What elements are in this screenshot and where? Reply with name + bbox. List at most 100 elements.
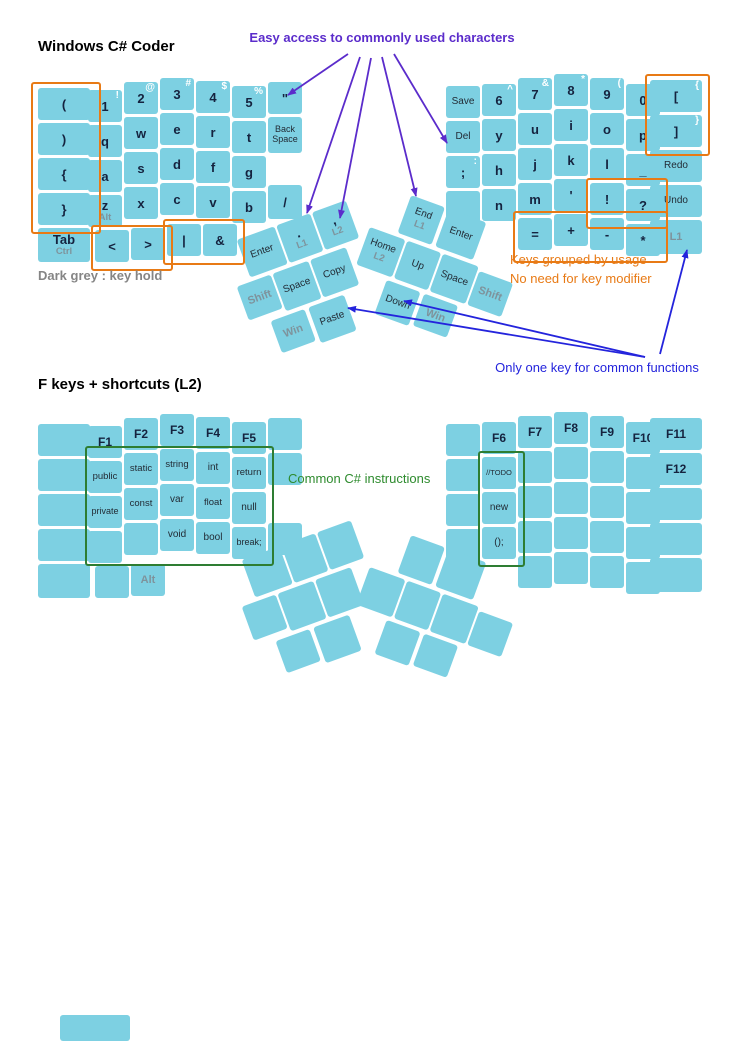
key-new: new — [482, 492, 516, 524]
key-close-paren: ) — [38, 123, 90, 155]
key-public: public — [88, 461, 122, 493]
key-del: Del — [446, 121, 480, 153]
key-minus: - — [590, 218, 624, 250]
arrow-easy-period — [306, 56, 361, 214]
key-f: f — [196, 151, 230, 183]
key-paste: Paste — [308, 294, 357, 344]
key-close-bracket: ]} — [650, 115, 702, 147]
key-blank — [313, 614, 362, 664]
key-f6: F6 — [482, 422, 516, 454]
key-blank — [446, 494, 480, 526]
key-blank — [38, 424, 90, 456]
key-f12: F12 — [650, 453, 702, 485]
note-grouped-usage: Keys grouped by usage — [510, 252, 647, 267]
key-static: static — [124, 453, 158, 485]
key-back-space: Back Space — [268, 117, 302, 153]
key-blank — [446, 459, 480, 491]
arrow-easy-comma — [338, 57, 372, 219]
key-f1: F1 — [88, 426, 122, 458]
key-todo-comment: //TODO — [482, 457, 516, 489]
key-k: k — [554, 144, 588, 176]
key-x: x — [124, 187, 158, 219]
key-blank — [590, 521, 624, 553]
key-f5: F5 — [232, 422, 266, 454]
key-blank — [554, 447, 588, 479]
box-math-symbols — [513, 211, 668, 263]
key-blank — [446, 424, 480, 456]
key-int: int — [196, 452, 230, 484]
key-plus: + — [554, 214, 588, 246]
key-r: r — [196, 116, 230, 148]
key-slash: / — [268, 185, 302, 219]
key-blank — [38, 494, 90, 526]
key-win: Win — [270, 308, 316, 354]
note-easy-access: Easy access to commonly used characters — [249, 30, 515, 45]
key-equals: = — [518, 218, 552, 250]
key-l1: L1 — [650, 220, 702, 254]
key-blank — [412, 633, 459, 678]
key-string: string — [160, 449, 194, 481]
key-4: 4$ — [196, 81, 230, 113]
key-9: 9( — [590, 78, 624, 110]
key-blank — [590, 451, 624, 483]
note-one-key: Only one key for common functions — [495, 360, 699, 375]
key-quote: " — [268, 82, 302, 114]
key-j: j — [518, 148, 552, 180]
key-semicolon: ;: — [446, 156, 480, 188]
note-dark-grey-legend: Dark grey : key hold — [38, 268, 163, 283]
arrow-easy-right-thumb — [381, 56, 418, 197]
key-open-brace: { — [38, 158, 90, 190]
key-save: Save — [446, 86, 480, 118]
key-float: float — [196, 487, 230, 519]
key-1: 1! — [88, 90, 122, 122]
key-win: Win — [412, 293, 459, 338]
key-v: v — [196, 186, 230, 218]
key-f8: F8 — [554, 412, 588, 444]
key-parens-semicolon: (); — [482, 527, 516, 559]
key-a: a — [88, 160, 122, 192]
key-bool: bool — [196, 522, 230, 554]
arrow-one-key-l1 — [659, 249, 689, 355]
key-g: g — [232, 156, 266, 188]
key-s: s — [124, 152, 158, 184]
key-n: n — [482, 189, 516, 221]
key-2: 2@ — [124, 82, 158, 114]
key-blank — [95, 566, 129, 598]
key-3: 3# — [160, 78, 194, 110]
key-exclamation: ! — [590, 183, 624, 215]
key-blank — [268, 418, 302, 450]
key-ampersand: & — [203, 224, 237, 256]
key-i: i — [554, 109, 588, 141]
key-blank — [590, 556, 624, 588]
key-b: b — [232, 191, 266, 223]
key-return: return — [232, 457, 266, 489]
box-parens-braces — [31, 82, 101, 234]
key-blank — [38, 564, 90, 598]
key-blank — [374, 619, 421, 667]
key-blank — [650, 558, 702, 592]
key-y: y — [482, 119, 516, 151]
key-6: 6^ — [482, 84, 516, 116]
key-u: u — [518, 113, 552, 145]
key-blank — [554, 517, 588, 549]
key-blank — [124, 523, 158, 555]
key-const: const — [124, 488, 158, 520]
key-open-paren: ( — [38, 88, 90, 120]
key-private: private — [88, 496, 122, 528]
key-f11: F11 — [650, 418, 702, 450]
key-blank — [88, 531, 122, 563]
arrow-easy-right-side — [393, 53, 448, 144]
key-f4: F4 — [196, 417, 230, 449]
key-blank — [38, 459, 90, 491]
key-blank — [60, 1015, 130, 1041]
key-apostrophe: ' — [554, 179, 588, 211]
key-8: 8* — [554, 74, 588, 106]
key-blank — [650, 488, 702, 520]
key-f7: F7 — [518, 416, 552, 448]
key-blank — [590, 486, 624, 518]
key-e: e — [160, 113, 194, 145]
key-close-brace: } — [38, 193, 90, 225]
key-open-bracket: [{ — [650, 80, 702, 112]
